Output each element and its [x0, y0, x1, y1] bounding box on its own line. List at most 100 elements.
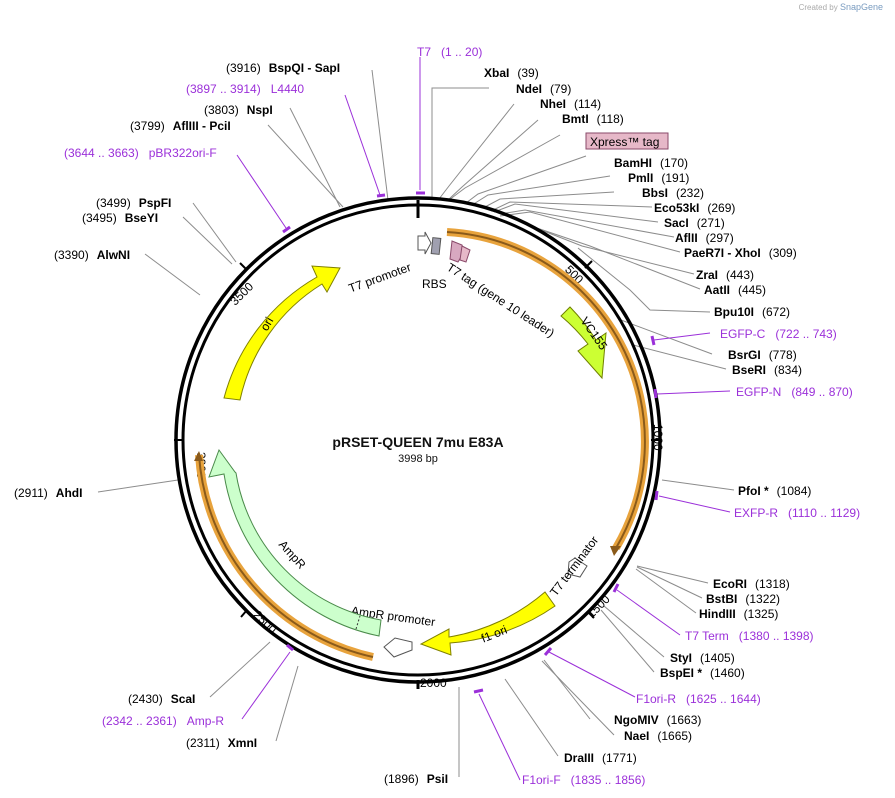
enzyme-pos: (3390) [54, 248, 89, 262]
tick-label-1500: 1500 [584, 592, 613, 621]
enzyme-pos: (170) [660, 156, 688, 170]
enzyme-pos: (269) [707, 201, 735, 215]
enzyme-name: BspQI [269, 61, 304, 75]
primer-range: (1380 .. 1398) [739, 629, 814, 643]
primer-name: T7 [417, 45, 431, 59]
enzyme-pos: (1665) [657, 729, 692, 743]
orf-line-top [446, 231, 646, 549]
snapgene-watermark: Created by SnapGene [798, 2, 883, 12]
enzyme-labels-left: (1896)PsiI (2311)XmnI (2430)ScaI (2911)A… [14, 61, 448, 786]
svg-text:EGFP-C(722 .. 743): EGFP-C (722 .. 743) [720, 327, 837, 341]
svg-text:StyI(1405): StyI(1405) [670, 651, 735, 665]
enzyme-pos: (1771) [602, 751, 637, 765]
enzyme-name: SacI [664, 216, 689, 230]
svg-text:AatII(445): AatII(445) [704, 283, 766, 297]
tick-marks [174, 260, 660, 619]
enzyme-name: AflII [675, 231, 698, 245]
primer-range: (1835 .. 1856) [571, 773, 646, 787]
enzyme-pos: (114) [574, 97, 601, 111]
feature-label-t7-tag: T7 tag (gene 10 leader) [444, 260, 557, 340]
svg-text:BspEI *(1460): BspEI * (1460) [660, 666, 745, 680]
svg-text:NgoMIV(1663): NgoMIV(1663) [614, 713, 701, 727]
primer-range: (1110 .. 1129) [788, 506, 860, 520]
enzyme-name: BspEI * [660, 666, 702, 680]
enzyme-pos: (118) [597, 112, 624, 126]
primer-name: F1ori-F [522, 773, 561, 787]
primer-range: (3897 .. 3914) [186, 82, 261, 96]
enzyme-pos: (1325) [744, 607, 779, 621]
enzyme-name: PaeR7I [684, 246, 724, 260]
leader-lines [97, 69, 735, 777]
svg-text:PmlI(191): PmlI(191) [628, 171, 689, 185]
feature-rbs [430, 237, 442, 255]
feature-xpress-tag [459, 245, 471, 263]
orf-arrowhead-top [610, 546, 621, 556]
primer-leader-lines [236, 57, 731, 781]
feature-ori [223, 265, 341, 401]
svg-text:BsrGI(778): BsrGI (778) [728, 348, 797, 362]
svg-text:(3499)PspFI: (3499)PspFI [96, 196, 171, 210]
enzyme-pos: (1318) [755, 577, 790, 591]
enzyme-name: BmtI [562, 112, 589, 126]
svg-text:T7(1 .. 20): T7 (1 .. 20) [417, 45, 482, 59]
enzyme-name: NaeI [624, 729, 649, 743]
primer-name: T7 Term [685, 629, 729, 643]
enzyme-pos: (778) [769, 348, 797, 362]
svg-text:(3916)BspQI - SapI: (3916)BspQI - SapI [226, 61, 340, 75]
enzyme-name: ScaI [171, 692, 196, 706]
enzyme-name: StyI [670, 651, 692, 665]
svg-text:BseRI(834): BseRI(834) [732, 363, 802, 377]
svg-text:BstBI(1322): BstBI(1322) [706, 592, 780, 606]
enzyme-name: AhdI [56, 486, 83, 500]
svg-text:DraIII(1771): DraIII (1771) [564, 751, 637, 765]
feature-t7-promoter [417, 231, 432, 255]
enzyme-name: BsrGI [728, 348, 761, 362]
svg-text:(3897 .. 3914)L4440: (3897 .. 3914) L4440 [186, 82, 304, 96]
enzyme-pos: (3499) [96, 196, 131, 210]
enzyme-pos: (1460) [710, 666, 745, 680]
enzyme-pos: (672) [762, 305, 790, 319]
primer-range: (2342 .. 2361) [102, 714, 177, 728]
primer-name: EXFP-R [734, 506, 778, 520]
enzyme-name: PsiI [427, 772, 448, 786]
svg-text:(2911)AhdI: (2911)AhdI [14, 486, 82, 500]
enzyme-labels-right: XbaI(39) NdeI(79) NheI(114) BmtI(118) Ba… [484, 66, 811, 765]
feature-label-t7-promoter: T7 promoter [347, 260, 413, 296]
enzyme-name: DraIII [564, 751, 594, 765]
svg-text:HindIII(1325): HindIII(1325) [699, 607, 778, 621]
primer-range: (3644 .. 3663) [64, 146, 139, 160]
svg-text:EcoRI(1318): EcoRI(1318) [713, 577, 790, 591]
enzyme-pos: (79) [550, 82, 571, 96]
svg-text:(3390)AlwNI: (3390)AlwNI [54, 248, 130, 262]
enzyme-name: PmlI [628, 171, 653, 185]
enzyme-pos: (1896) [384, 772, 419, 786]
primer-name: F1ori-R [636, 692, 676, 706]
enzyme-suffix: - SapI [304, 61, 340, 75]
enzyme-name: AflIII [173, 119, 199, 133]
svg-text:PaeR7I - XhoI(309): PaeR7I - XhoI(309) [684, 246, 797, 260]
enzyme-name: XmnI [228, 736, 257, 750]
svg-text:BamHI(170): BamHI(170) [614, 156, 688, 170]
primer-name: L4440 [271, 82, 305, 96]
svg-text:Bpu10I(672): Bpu10I(672) [714, 305, 790, 319]
primer-range: (1 .. 20) [441, 45, 482, 59]
primer-name: EGFP-C [720, 327, 766, 341]
enzyme-pos: (1084) [777, 484, 812, 498]
enzyme-pos: (1322) [745, 592, 780, 606]
enzyme-pos: (2311) [186, 736, 220, 750]
primer-name: EGFP-N [736, 385, 781, 399]
svg-text:EXFP-R(1110 .. 1129): EXFP-R (1110 .. 1129) [734, 506, 860, 520]
enzyme-pos: (309) [769, 246, 797, 260]
enzyme-pos: (1663) [667, 713, 702, 727]
enzyme-name: PfoI * [738, 484, 769, 498]
svg-text:(3799)AflIII - PciI: (3799)AflIII - PciI [130, 119, 231, 133]
svg-text:(2311)XmnI: (2311) XmnI [186, 736, 257, 750]
feature-label-rbs: RBS [422, 277, 447, 291]
enzyme-pos: (3803) [204, 103, 239, 117]
enzyme-pos: (443) [726, 268, 754, 282]
primer-range: (722 .. 743) [775, 327, 836, 341]
enzyme-name: AatII [704, 283, 730, 297]
svg-text:F1ori-R(1625 .. 1644): F1ori-R(1625 .. 1644) [636, 692, 761, 706]
enzyme-pos: (271) [697, 216, 725, 230]
